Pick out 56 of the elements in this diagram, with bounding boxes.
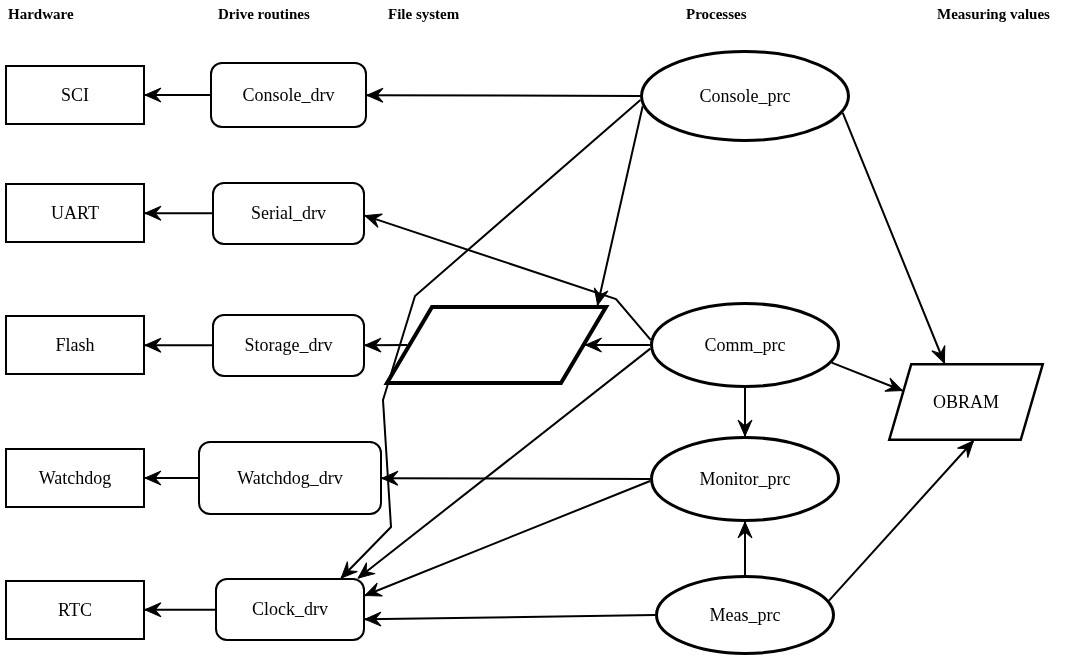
node-label: Console_prc (699, 85, 791, 107)
arrow (364, 611, 656, 627)
process-ellipse (650, 436, 840, 522)
node-label: Monitor_prc (699, 468, 791, 490)
data-parallelogram (888, 363, 1044, 441)
process-ellipse (640, 50, 850, 142)
arrow (841, 111, 946, 364)
arrow (364, 479, 652, 597)
arrow (357, 347, 652, 579)
hardware-box (5, 448, 145, 508)
arrow (144, 205, 213, 221)
arrow (584, 337, 651, 353)
column-heading: Processes (686, 6, 747, 23)
driver-box (212, 182, 365, 245)
hardware-box (5, 315, 145, 375)
node-label: Comm_prc (704, 334, 786, 356)
hardware-box (5, 183, 145, 243)
data-parallelogram (385, 305, 608, 385)
arrow (340, 99, 642, 579)
node-label: Flash (55, 334, 95, 356)
column-heading: Drive routines (218, 6, 310, 23)
arrow (737, 387, 753, 437)
arrow (381, 470, 651, 486)
node-label: Meas_prc (709, 604, 781, 626)
driver-box (215, 578, 365, 641)
process-ellipse (650, 302, 840, 388)
arrow (830, 361, 904, 392)
arrow (366, 87, 641, 103)
arrow (737, 521, 753, 576)
node-label: Console_drv (242, 84, 335, 106)
node-label: Storage_drv (244, 335, 333, 356)
arrow (827, 440, 975, 602)
node-label: Clock_drv (252, 599, 328, 620)
column-heading: Hardware (8, 6, 74, 23)
column-heading: File system (388, 6, 460, 23)
driver-box (212, 314, 365, 377)
arrow (364, 337, 409, 353)
node-label: SCI (61, 84, 89, 106)
arrow (144, 602, 216, 618)
node-label: Watchdog_drv (237, 467, 343, 489)
hardware-box (5, 580, 145, 640)
driver-box (198, 441, 382, 515)
node-label: RTC (58, 599, 92, 621)
driver-box (210, 62, 367, 128)
arrow (144, 87, 211, 103)
process-ellipse (655, 575, 835, 655)
column-heading: Measuring values (937, 6, 1050, 23)
arrow (364, 213, 652, 341)
arrow (144, 337, 213, 353)
arrow (144, 470, 199, 486)
hardware-box (5, 65, 145, 125)
arrow (593, 105, 644, 306)
node-label: Watchdog (38, 467, 112, 489)
node-label: Serial_drv (251, 203, 326, 224)
node-label: UART (51, 202, 99, 224)
node-label: OBRAM (933, 391, 999, 413)
